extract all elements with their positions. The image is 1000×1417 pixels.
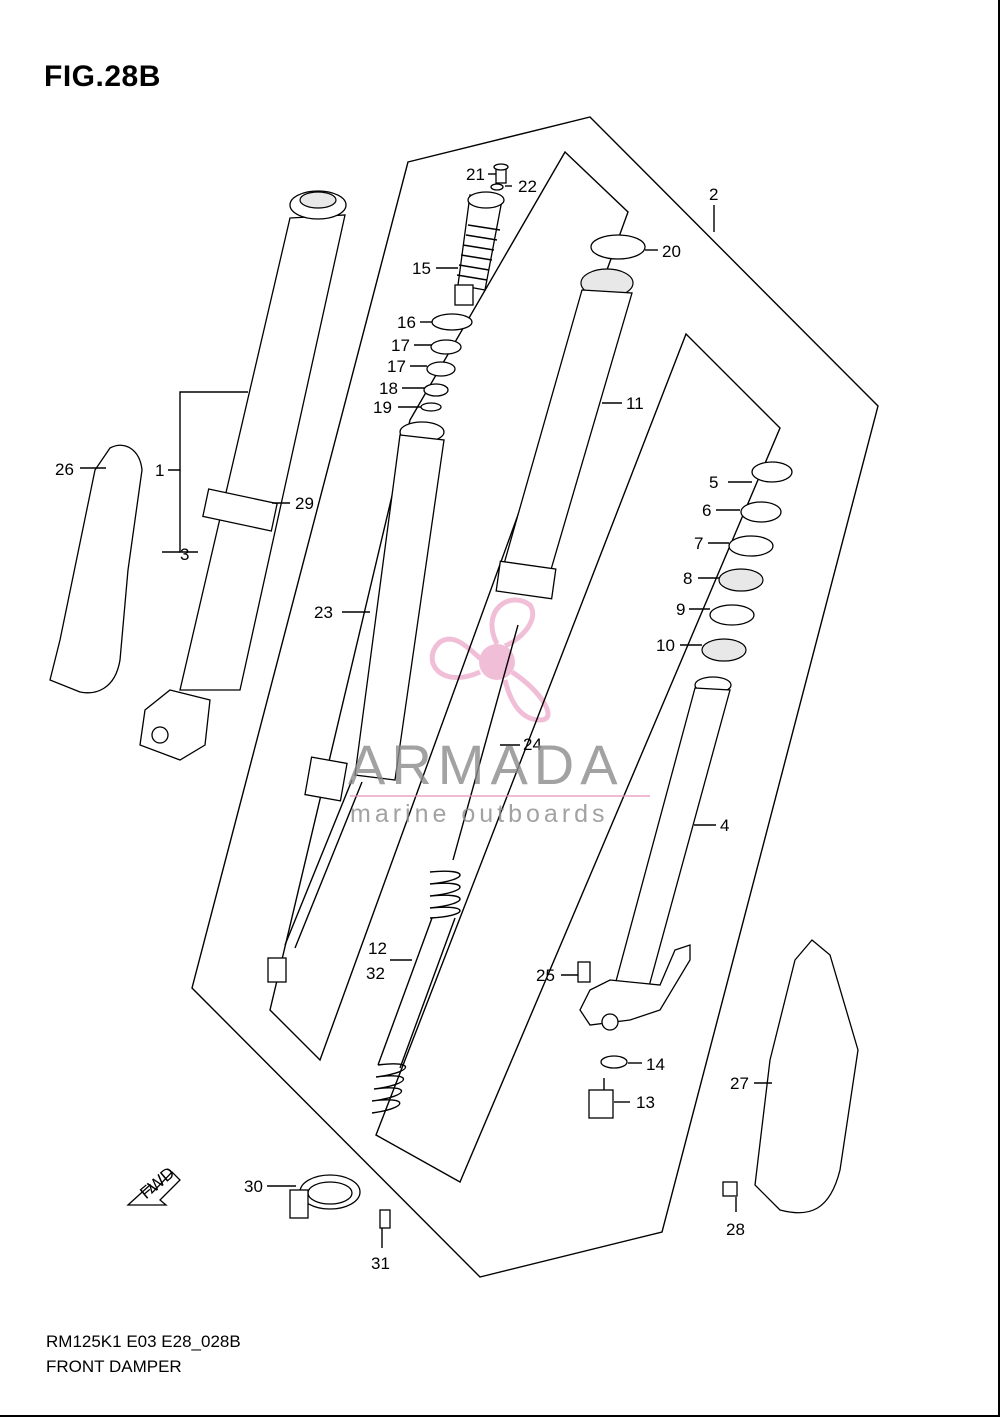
fwd-arrow-icon xyxy=(126,1171,181,1206)
callout-5: 5 xyxy=(709,473,718,492)
damper-rod-part-23 xyxy=(267,421,445,983)
callout-10: 10 xyxy=(656,636,675,655)
callout-30: 30 xyxy=(244,1177,263,1196)
callout-26: 26 xyxy=(55,460,74,479)
callout-28: 28 xyxy=(726,1220,745,1239)
callout-16: 16 xyxy=(397,313,416,332)
fork-guard-part-26 xyxy=(49,444,143,694)
dust-seal-part-10 xyxy=(701,638,747,662)
callout-21: 21 xyxy=(466,165,485,184)
inner-tube-part-11 xyxy=(495,268,634,600)
callout-12: 12 xyxy=(368,939,387,958)
callout-19: 19 xyxy=(373,398,392,417)
figure-code: RM125K1 E03 E28_028B xyxy=(46,1332,241,1351)
spring-part-12 xyxy=(371,870,461,1114)
bolt-part-13 xyxy=(588,1078,614,1119)
bolt-part-21 xyxy=(493,163,509,184)
watermark-divider xyxy=(350,795,650,797)
watermark-tagline: marine outboards xyxy=(350,800,609,828)
callout-15: 15 xyxy=(412,259,431,278)
figure-title: FIG.28B xyxy=(44,60,161,93)
assembly-2-outline xyxy=(191,116,879,1278)
assembly-23-outline xyxy=(269,150,629,1062)
fork-leg-part-4 xyxy=(579,676,732,1031)
callout-23: 23 xyxy=(314,603,333,622)
gasket-part-14 xyxy=(600,1055,628,1069)
oring-part-20 xyxy=(590,234,646,260)
washer-part-18 xyxy=(423,383,449,397)
callout-25: 25 xyxy=(536,966,555,985)
callout-4: 4 xyxy=(720,816,729,835)
callout-7: 7 xyxy=(694,534,703,553)
callout-6: 6 xyxy=(702,501,711,520)
callout-29: 29 xyxy=(295,494,314,513)
callout-2: 2 xyxy=(709,185,718,204)
callout-14: 14 xyxy=(646,1055,665,1074)
rod-part-24 xyxy=(452,624,519,861)
callout-13: 13 xyxy=(636,1093,655,1112)
clamp-part-30 xyxy=(289,1174,361,1219)
callout-8: 8 xyxy=(683,569,692,588)
bushing-part-17b xyxy=(426,361,456,377)
assembly-4-outline xyxy=(375,332,781,1183)
callout-27: 27 xyxy=(730,1074,749,1093)
callout-11: 11 xyxy=(626,394,644,413)
clip-part-9 xyxy=(709,604,755,626)
outer-tube-part-1 xyxy=(139,190,347,761)
bushing-part-5 xyxy=(751,461,793,483)
callout-3: 3 xyxy=(180,545,189,564)
callout-24: 24 xyxy=(523,735,542,754)
callout-18: 18 xyxy=(379,379,398,398)
leader-lines xyxy=(80,173,772,1248)
ring-part-19 xyxy=(420,402,442,412)
callout-32: 32 xyxy=(366,964,385,983)
bolt-part-31 xyxy=(379,1209,391,1229)
oil-seal-part-8 xyxy=(718,568,764,592)
bushing-part-6 xyxy=(740,501,782,523)
callout-31: 31 xyxy=(371,1254,390,1273)
callout-17a: 17 xyxy=(391,336,410,355)
cartridge-part-15 xyxy=(454,191,505,306)
washer-part-22 xyxy=(490,183,504,191)
ring-part-16 xyxy=(431,313,473,331)
figure-name: FRONT DAMPER xyxy=(46,1357,182,1376)
watermark-brand: ARMADA xyxy=(348,733,624,796)
callout-9: 9 xyxy=(676,600,685,619)
callout-1: 1 xyxy=(155,461,164,480)
washer-part-7 xyxy=(728,535,774,557)
callout-20: 20 xyxy=(662,242,681,261)
bushing-part-17a xyxy=(430,339,462,355)
callout-22: 22 xyxy=(518,177,537,196)
bolt-part-28 xyxy=(722,1181,738,1197)
bolt-part-25 xyxy=(577,961,591,983)
callout-17b: 17 xyxy=(387,357,406,376)
fork-guard-part-27 xyxy=(754,939,859,1214)
